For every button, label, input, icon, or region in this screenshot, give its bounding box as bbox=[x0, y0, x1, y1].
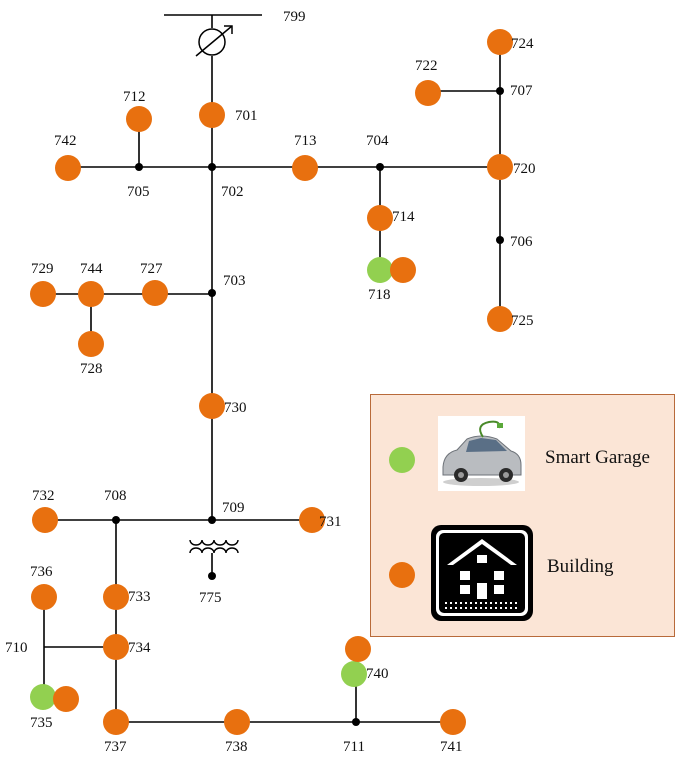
label-722: 722 bbox=[415, 58, 438, 74]
label-799: 799 bbox=[283, 9, 306, 25]
legend-graphics bbox=[371, 395, 676, 638]
legend-smart-garage-label: Smart Garage bbox=[545, 447, 650, 469]
label-729: 729 bbox=[31, 261, 54, 277]
label-725: 725 bbox=[511, 313, 534, 329]
house-icon bbox=[431, 525, 533, 621]
building-714 bbox=[367, 205, 393, 231]
building-742 bbox=[55, 155, 81, 181]
label-737: 737 bbox=[104, 739, 127, 755]
building-733 bbox=[103, 584, 129, 610]
building-727 bbox=[142, 280, 168, 306]
label-731: 731 bbox=[319, 514, 342, 530]
label-720: 720 bbox=[513, 161, 536, 177]
label-742: 742 bbox=[54, 133, 77, 149]
junction-708 bbox=[112, 516, 120, 524]
junction-711 bbox=[352, 718, 360, 726]
label-709: 709 bbox=[222, 500, 245, 516]
label-775: 775 bbox=[199, 590, 222, 606]
building-744 bbox=[78, 281, 104, 307]
building-741 bbox=[440, 709, 466, 735]
building-724 bbox=[487, 29, 513, 55]
building-722 bbox=[415, 80, 441, 106]
building-712 bbox=[126, 106, 152, 132]
building-701 bbox=[199, 102, 225, 128]
building-729 bbox=[30, 281, 56, 307]
building-728 bbox=[78, 331, 104, 357]
legend-building-marker bbox=[389, 562, 415, 588]
building-740 bbox=[345, 636, 371, 662]
legend: Smart Garage Building bbox=[370, 394, 675, 637]
garage-740 bbox=[341, 661, 367, 687]
building-735 bbox=[53, 686, 79, 712]
building-737 bbox=[103, 709, 129, 735]
label-738: 738 bbox=[225, 739, 248, 755]
transformer-icon bbox=[190, 540, 238, 553]
label-702: 702 bbox=[221, 184, 244, 200]
label-724: 724 bbox=[511, 36, 534, 52]
junction-704 bbox=[376, 163, 384, 171]
label-710: 710 bbox=[5, 640, 28, 656]
building-730 bbox=[199, 393, 225, 419]
label-741: 741 bbox=[440, 739, 463, 755]
building-713 bbox=[292, 155, 318, 181]
label-728: 728 bbox=[80, 361, 103, 377]
garage-735 bbox=[30, 684, 56, 710]
label-701: 701 bbox=[235, 108, 258, 124]
junction-705 bbox=[135, 163, 143, 171]
label-712: 712 bbox=[123, 89, 146, 105]
label-718: 718 bbox=[368, 287, 391, 303]
label-730: 730 bbox=[224, 400, 247, 416]
label-714: 714 bbox=[392, 209, 415, 225]
building-732 bbox=[32, 507, 58, 533]
label-713: 713 bbox=[294, 133, 317, 149]
junction-706 bbox=[496, 236, 504, 244]
building-734 bbox=[103, 634, 129, 660]
label-733: 733 bbox=[128, 589, 151, 605]
building-738 bbox=[224, 709, 250, 735]
label-736: 736 bbox=[30, 564, 53, 580]
junction-702 bbox=[208, 163, 216, 171]
label-732: 732 bbox=[32, 488, 55, 504]
garage-718 bbox=[367, 257, 393, 283]
label-704: 704 bbox=[366, 133, 389, 149]
label-703: 703 bbox=[223, 273, 246, 289]
node-labels: 799 701 712 742 705 702 713 704 714 718 … bbox=[5, 9, 536, 755]
building-736 bbox=[31, 584, 57, 610]
junction-775 bbox=[208, 572, 216, 580]
label-744: 744 bbox=[80, 261, 103, 277]
building-725 bbox=[487, 306, 513, 332]
label-706: 706 bbox=[510, 234, 533, 250]
legend-garage-marker bbox=[389, 447, 415, 473]
label-735: 735 bbox=[30, 715, 53, 731]
label-711: 711 bbox=[343, 739, 365, 755]
label-708: 708 bbox=[104, 488, 127, 504]
junction-707 bbox=[496, 87, 504, 95]
car-icon bbox=[438, 416, 525, 491]
building-720 bbox=[487, 154, 513, 180]
label-740: 740 bbox=[366, 666, 389, 682]
label-705: 705 bbox=[127, 184, 150, 200]
junction-703 bbox=[208, 289, 216, 297]
legend-building-label: Building bbox=[547, 556, 614, 578]
regulator-icon bbox=[196, 26, 232, 56]
junction-709 bbox=[208, 516, 216, 524]
label-734: 734 bbox=[128, 640, 151, 656]
label-727: 727 bbox=[140, 261, 163, 277]
label-707: 707 bbox=[510, 83, 533, 99]
building-718 bbox=[390, 257, 416, 283]
